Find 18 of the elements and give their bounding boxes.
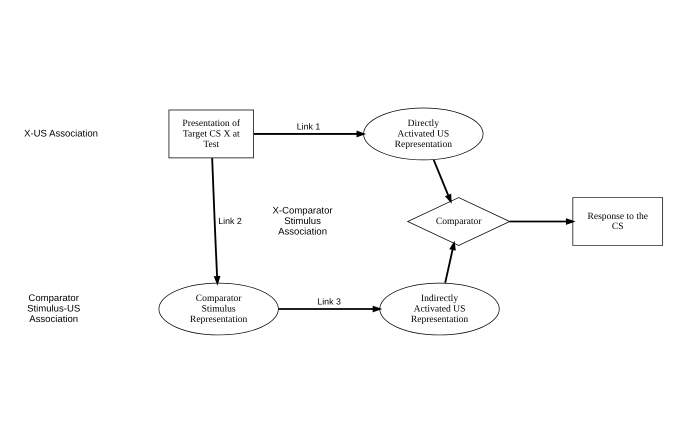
- node-ellipse: Directly Activated US Representation: [363, 108, 484, 160]
- label: Comparator Stimulus-US Association: [27, 293, 80, 325]
- node-diamond: Comparator: [406, 197, 511, 246]
- label: X-Comparator Stimulus Association: [272, 206, 333, 238]
- node-box: Response to the CS: [572, 197, 664, 246]
- arrow: [254, 130, 366, 138]
- edge-label: Link 3: [317, 296, 341, 306]
- edge-label: Link 2: [218, 216, 242, 226]
- label: X-US Association: [24, 128, 98, 140]
- arrow: [444, 240, 456, 284]
- node-ellipse: Indirectly Activated US Representation: [379, 282, 500, 336]
- arrow: [278, 306, 382, 312]
- arrow: [432, 159, 452, 204]
- arrow: [211, 158, 220, 286]
- arrow: [510, 218, 576, 225]
- edge-label: Link 1: [296, 121, 320, 132]
- node-ellipse: Comparator Stimulus Representation: [158, 282, 279, 336]
- node-box: Presentation of Target CS X at Test: [168, 110, 254, 158]
